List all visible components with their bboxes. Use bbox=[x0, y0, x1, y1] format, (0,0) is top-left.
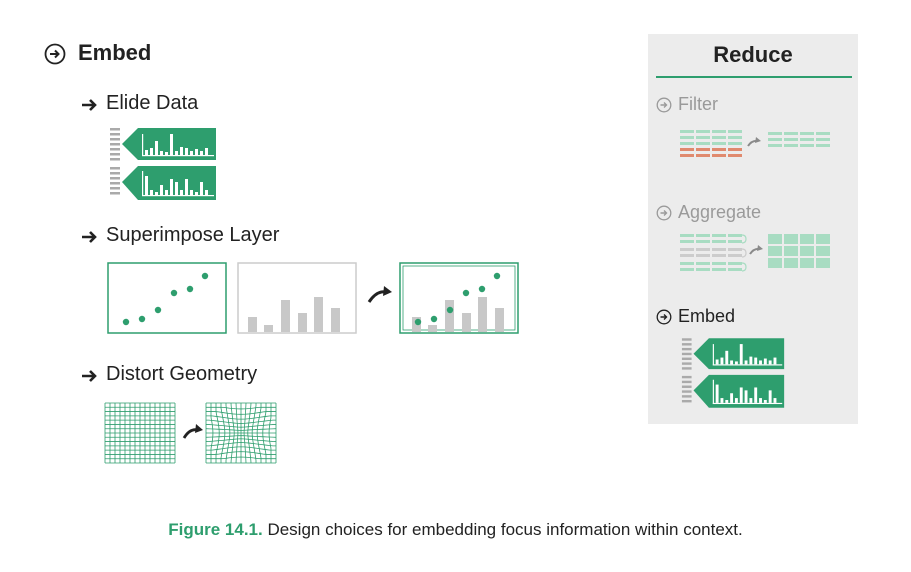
figure-caption: Figure 14.1. Design choices for embeddin… bbox=[0, 520, 911, 540]
elide-data-label: Elide Data bbox=[106, 92, 199, 114]
aggregate-illustration bbox=[680, 234, 830, 272]
distort-geometry-illustration bbox=[104, 402, 277, 464]
filter-illustration bbox=[680, 130, 830, 157]
arrow-right-icon bbox=[82, 370, 97, 382]
superimpose-layer-illustration bbox=[107, 262, 519, 334]
panel-embed-label: Embed bbox=[678, 306, 736, 326]
embed-title: Embed bbox=[78, 40, 152, 65]
arrow-right-icon bbox=[82, 99, 97, 111]
elide-data-illustration bbox=[110, 128, 216, 200]
circle-arrow-icon bbox=[656, 97, 672, 113]
superimpose-layer-label: Superimpose Layer bbox=[106, 224, 280, 246]
distort-geometry-label: Distort Geometry bbox=[106, 363, 258, 385]
circle-arrow-icon bbox=[44, 43, 66, 65]
figure-label: Figure 14.1. bbox=[168, 520, 263, 539]
reduce-panel-title: Reduce bbox=[713, 42, 793, 67]
filter-label: Filter bbox=[678, 94, 718, 114]
arrow-right-icon bbox=[82, 231, 97, 243]
circle-arrow-icon bbox=[656, 309, 672, 325]
panel-embed-illustration bbox=[681, 338, 785, 408]
aggregate-label: Aggregate bbox=[678, 202, 762, 222]
circle-arrow-icon bbox=[656, 205, 672, 221]
caption-text: Design choices for embedding focus infor… bbox=[267, 520, 743, 539]
reduce-panel-divider bbox=[656, 76, 852, 78]
